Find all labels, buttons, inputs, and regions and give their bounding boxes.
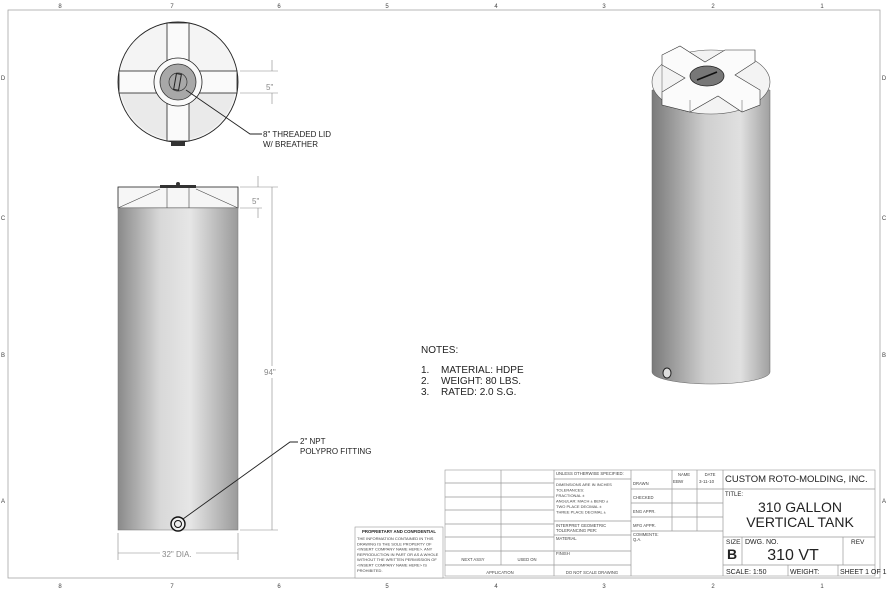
proprietary-text: THE INFORMATION CONTAINED IN THIS <box>357 536 434 541</box>
dim-tank-height: 94" <box>264 368 276 377</box>
zone-column-label: 5 <box>385 584 389 590</box>
zone-row-label: A <box>882 499 886 505</box>
zone-column-label: 4 <box>494 584 498 590</box>
comments-label: COMMENTS: <box>633 532 659 537</box>
zone-row-label: D <box>882 76 887 82</box>
notes-heading: NOTES: <box>421 345 458 356</box>
proprietary-text: <INSERT COMPANY NAME HERE>. ANY <box>357 547 433 552</box>
title-label: TITLE: <box>725 492 743 498</box>
proprietary-text: PROHIBITED. <box>357 568 383 573</box>
npt-fitting <box>170 516 186 532</box>
zone-row-label: D <box>1 76 6 82</box>
tolerance-line: TOLERANCES: <box>556 488 584 493</box>
sheet-size: B <box>727 546 737 562</box>
tolerance-line: FRACTIONAL ± <box>556 493 585 498</box>
zone-column-label: 8 <box>58 584 62 590</box>
isometric-view <box>651 45 771 385</box>
signoff-label: Q.A. <box>633 537 641 542</box>
signoff-name: EBW <box>673 479 684 484</box>
application-label: APPLICATION <box>486 570 513 575</box>
interpret-label: INTERPRET GEOMETRIC <box>556 523 606 528</box>
proprietary-block: PROPRIETARY AND CONFIDENTIAL THE INFORMA… <box>354 526 444 579</box>
signoff-label: ENG APPR. <box>633 509 656 514</box>
zone-row-label: C <box>1 216 6 222</box>
do-not-scale: DO NOT SCALE DRAWING <box>566 570 618 575</box>
proprietary-text: <INSERT COMPANY NAME HERE> IS <box>357 563 427 568</box>
signoff-label: DRAWN <box>633 481 649 486</box>
proprietary-text: WITHOUT THE WRITTEN PERMISSION OF <box>357 557 437 562</box>
zone-column-label: 3 <box>602 4 606 10</box>
zone-column-label: 1 <box>820 4 824 10</box>
rev-label: REV <box>851 539 865 546</box>
finish-label: FINISH <box>556 551 570 556</box>
tank-body <box>117 207 239 531</box>
sheet-border <box>7 9 881 579</box>
zone-column-label: 2 <box>711 4 715 10</box>
weight-label: WEIGHT: <box>790 569 819 576</box>
fitting-callout: 2" NPT <box>300 437 326 446</box>
iso-fitting <box>662 367 672 379</box>
dim-dome-height: 5" <box>252 197 259 206</box>
signoff-label: MFG APPR. <box>633 523 656 528</box>
signoff-label: CHECKED <box>633 495 653 500</box>
lid-callout: 8" THREADED LID <box>263 130 331 139</box>
proprietary-text: REPRODUCTION IN PART OR AS A WHOLE <box>357 552 439 557</box>
zone-row-label: A <box>1 499 5 505</box>
note-number: 3. <box>421 387 429 398</box>
signoff-date: 3-11-10 <box>699 479 715 484</box>
notes: NOTES: 1. MATERIAL: HDPE 2. WEIGHT: 80 L… <box>421 345 524 398</box>
note-text: MATERIAL: HDPE <box>441 365 524 376</box>
drawing-number: 310 VT <box>767 547 819 564</box>
size-label: SIZE <box>726 539 741 546</box>
interpret-label-2: TOLERANCING PER: <box>556 528 597 533</box>
date-header: DATE <box>705 472 716 477</box>
proprietary-heading: PROPRIETARY AND CONFIDENTIAL <box>362 529 436 534</box>
zone-column-label: 8 <box>58 4 62 10</box>
tolerance-line: DIMENSIONS ARE IN INCHES <box>556 482 612 487</box>
used-on-label: USED ON <box>517 557 536 562</box>
dim-diameter: 32" DIA. <box>162 550 192 559</box>
name-header: NAME <box>678 472 690 477</box>
lid-callout-2: W/ BREATHER <box>263 140 318 149</box>
tolerance-line: THREE PLACE DECIMAL ± <box>556 510 607 515</box>
zone-column-label: 6 <box>277 4 281 10</box>
note-number: 2. <box>421 376 429 387</box>
tolerance-line: TWO PLACE DECIMAL ± <box>556 504 602 509</box>
zone-column-label: 6 <box>277 584 281 590</box>
drawing-title: 310 GALLON <box>758 499 842 515</box>
front-view: 5" 94" 32" DIA. 2" NPT POLYPRO FITTING <box>117 176 371 560</box>
proprietary-text: DRAWING IS THE SOLE PROPERTY OF <box>357 541 432 546</box>
tolerance-line: ANGULAR: MACH ± BEND ± <box>556 499 609 504</box>
zone-row-label: B <box>882 353 886 359</box>
threaded-lid <box>159 63 197 101</box>
zone-row-label: B <box>1 353 5 359</box>
title-block: NEXT ASSY USED ON APPLICATION UNLESS OTH… <box>444 469 887 577</box>
drawing-title-2: VERTICAL TANK <box>746 514 854 530</box>
scale: SCALE: 1:50 <box>726 569 767 576</box>
zone-column-label: 7 <box>170 584 174 590</box>
sheet-number: SHEET 1 OF 1 <box>840 569 887 576</box>
zone-row-label: C <box>882 216 887 222</box>
dim-arm-width: 5" <box>266 83 273 92</box>
fitting-callout-2: POLYPRO FITTING <box>300 447 371 456</box>
company-name: CUSTOM ROTO-MOLDING, INC. <box>725 474 868 485</box>
next-assy-label: NEXT ASSY <box>461 557 484 562</box>
zone-column-label: 7 <box>170 4 174 10</box>
top-view: 5" 8" THREADED LID W/ BREATHER <box>117 21 331 149</box>
zone-column-label: 1 <box>820 584 824 590</box>
zone-column-label: 4 <box>494 4 498 10</box>
dwg-no-label: DWG. NO. <box>745 539 778 546</box>
note-text: RATED: 2.0 S.G. <box>441 387 516 398</box>
note-text: WEIGHT: 80 LBS. <box>441 376 521 387</box>
unless-specified: UNLESS OTHERWISE SPECIFIED: <box>556 471 624 476</box>
note-number: 1. <box>421 365 429 376</box>
zone-column-label: 3 <box>602 584 606 590</box>
material-label: MATERIAL <box>556 536 577 541</box>
zone-column-label: 2 <box>711 584 715 590</box>
zone-column-label: 5 <box>385 4 389 10</box>
